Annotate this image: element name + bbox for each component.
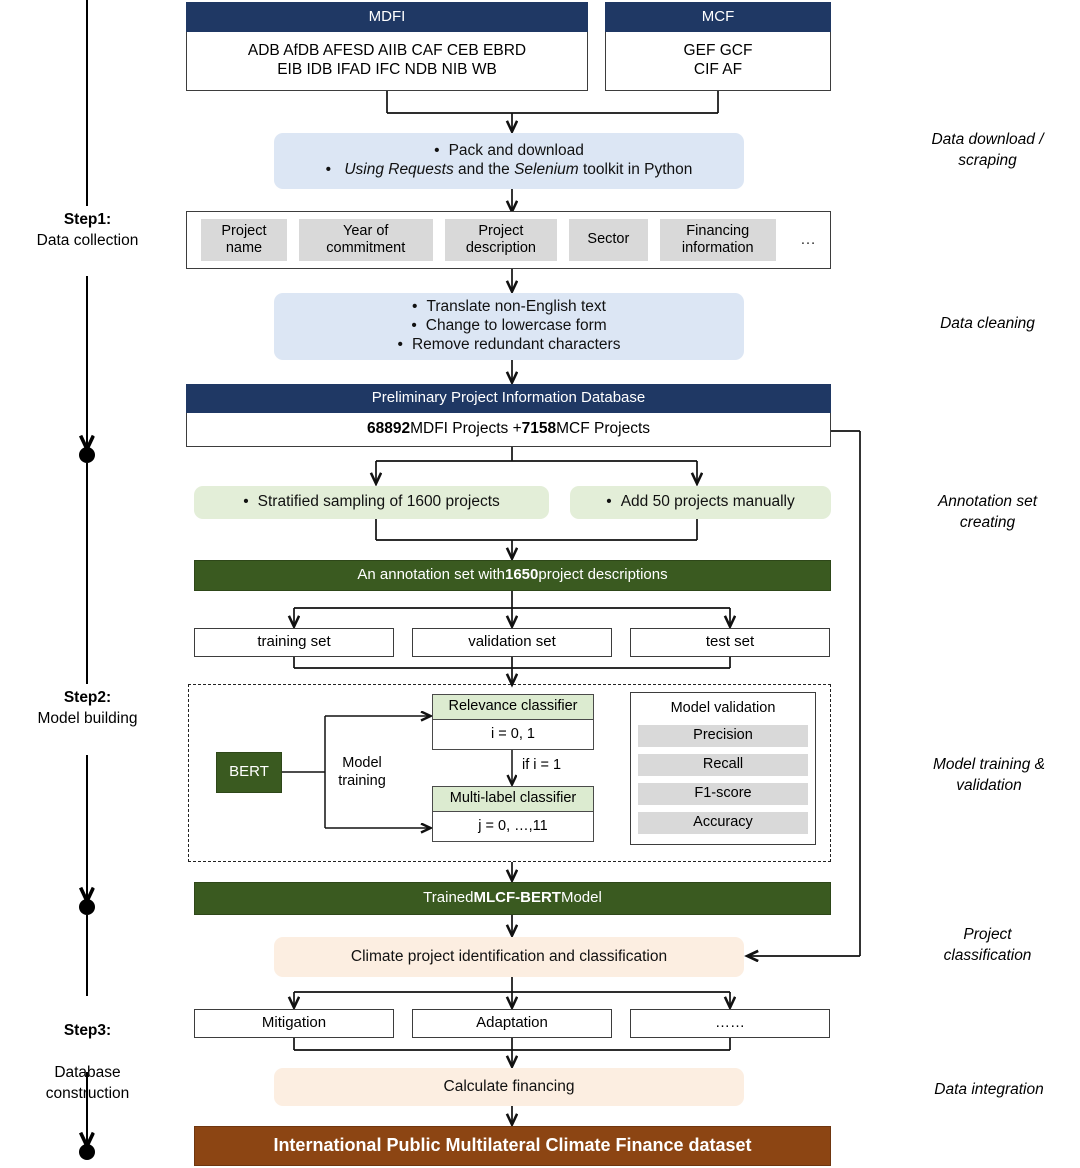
- multilabel-classifier-header: Multi-label classifier: [432, 786, 594, 812]
- model-validation-panel: Model validation Precision Recall F1-sco…: [630, 692, 816, 845]
- stage-label-data-download: Data download / scraping: [931, 131, 1044, 169]
- step-label-3: Step3: Database construction: [10, 1000, 165, 1105]
- multilabel-classifier-body: j = 0, …,11: [432, 812, 594, 842]
- preliminary-db-body: 68892 MDFI Projects + 7158 MCF Projects: [186, 413, 831, 447]
- relevance-classifier-box: Relevance classifier i = 0, 1: [432, 694, 594, 750]
- trained-model-pre: Trained: [423, 889, 474, 907]
- bert-label: BERT: [216, 752, 282, 793]
- training-set-label: training set: [194, 628, 394, 657]
- trained-model-name: MLCF-BERT: [473, 889, 561, 907]
- mcf-project-count: 7158: [521, 420, 557, 438]
- selenium-emphasis: Selenium: [514, 161, 579, 178]
- fields-box: Project name Year of commitment Project …: [186, 211, 831, 269]
- model-validation-title: Model validation: [670, 700, 776, 716]
- mdfi-body: ADB AfDB AFESD AIIB CAF CEB EBRD EIB IDB…: [186, 32, 588, 91]
- mdfi-source-box: MDFI ADB AfDB AFESD AIIB CAF CEB EBRD EI…: [186, 2, 588, 91]
- stage-label-data-integration: Data integration: [934, 1081, 1044, 1098]
- manual-add-box: Add 50 projects manually: [570, 486, 831, 519]
- metric-precision: Precision: [638, 724, 808, 747]
- cleaning-bullet-1: Translate non-English text: [412, 298, 606, 317]
- preliminary-db-header: Preliminary Project Information Database: [186, 384, 831, 413]
- metric-recall: Recall: [638, 753, 808, 776]
- mcf-line-2: CIF AF: [693, 61, 743, 78]
- multilabel-classifier-box: Multi-label classifier j = 0, …,11: [432, 786, 594, 842]
- download-bullet-2-mid: and the: [453, 161, 515, 178]
- fields-ellipsis: …: [799, 231, 816, 249]
- cleaning-bullet-2: Change to lowercase form: [411, 317, 607, 336]
- stratified-sampling-label: Stratified sampling of 1600 projects: [243, 493, 500, 512]
- mdfi-line-1: ADB AfDB AFESD AIIB CAF CEB EBRD: [247, 42, 527, 60]
- validation-set-label: validation set: [412, 628, 612, 657]
- preliminary-database-box: Preliminary Project Information Database…: [186, 384, 831, 447]
- adaptation-label: Adaptation: [412, 1009, 612, 1038]
- field-chip-sector: Sector: [569, 219, 648, 261]
- mdfi-header: MDFI: [186, 2, 588, 32]
- step3-subtitle: Database construction: [45, 1063, 130, 1102]
- step2-title: Step2:: [63, 689, 112, 706]
- download-box: Pack and download Using Requests and the…: [274, 133, 744, 189]
- step2-subtitle: Model building: [37, 709, 138, 727]
- adaptation-box: Adaptation: [412, 1009, 612, 1038]
- final-dataset-label: International Public Multilateral Climat…: [194, 1126, 831, 1166]
- test-set-box: test set: [630, 628, 830, 657]
- stage-label-annotation-set: Annotation set creating: [937, 493, 1038, 531]
- mitigation-box: Mitigation: [194, 1009, 394, 1038]
- mdfi-project-count: 68892: [366, 420, 411, 438]
- field-chip-project-description: Project description: [444, 219, 558, 261]
- trained-model-post: Model: [560, 889, 602, 907]
- annotation-set-post: project descriptions: [538, 566, 668, 584]
- mcf-line-1: GEF GCF: [683, 42, 753, 60]
- relevance-classifier-body: i = 0, 1: [432, 720, 594, 750]
- model-training-label: Model training: [338, 755, 386, 789]
- stratified-sampling-box: Stratified sampling of 1600 projects: [194, 486, 549, 519]
- cleaning-box: Translate non-English text Change to low…: [274, 293, 744, 360]
- metric-accuracy: Accuracy: [638, 811, 808, 834]
- mitigation-label: Mitigation: [194, 1009, 394, 1038]
- final-dataset-box: International Public Multilateral Climat…: [194, 1126, 831, 1166]
- step-label-1: Step1: Data collection: [10, 210, 165, 252]
- field-chip-financing-information: Financing information: [659, 219, 776, 261]
- model-training-zone: [188, 684, 831, 862]
- download-bullet-2-post: toolkit in Python: [578, 161, 693, 178]
- mdfi-line-2: EIB IDB IFAD IFC NDB NIB WB: [277, 61, 497, 78]
- download-bullet-1: Pack and download: [434, 142, 584, 161]
- relevance-classifier-header: Relevance classifier: [432, 694, 594, 720]
- mcf-source-box: MCF GEF GCF CIF AF: [605, 2, 831, 91]
- requests-emphasis: Using Requests: [344, 161, 454, 178]
- annotation-set-count: 1650: [505, 566, 539, 584]
- climate-classification-label: Climate project identification and class…: [274, 937, 744, 977]
- step1-subtitle: Data collection: [36, 231, 139, 249]
- manual-add-label: Add 50 projects manually: [606, 493, 795, 512]
- mcf-header: MCF: [605, 2, 831, 32]
- step-label-2: Step2: Model building: [10, 688, 165, 730]
- other-categories-label: ……: [630, 1009, 830, 1038]
- trained-model-box: Trained MLCF-BERT Model: [194, 882, 831, 915]
- cleaning-bullet-3: Remove redundant characters: [398, 336, 621, 355]
- climate-classification-box: Climate project identification and class…: [274, 937, 744, 977]
- training-set-box: training set: [194, 628, 394, 657]
- bert-box: BERT: [216, 752, 282, 793]
- step1-title: Step1:: [63, 211, 112, 228]
- mcf-body: GEF GCF CIF AF: [605, 32, 831, 91]
- annotation-set-box: An annotation set with 1650 project desc…: [194, 560, 831, 591]
- stage-label-model-training: Model training & validation: [932, 756, 1045, 794]
- field-chip-year-of-commitment: Year of commitment: [298, 219, 433, 261]
- metric-f1-score: F1-score: [638, 782, 808, 805]
- calculate-financing-box: Calculate financing: [274, 1068, 744, 1106]
- stage-label-data-cleaning: Data cleaning: [940, 315, 1035, 332]
- step3-title: Step3:: [63, 1021, 112, 1039]
- other-categories-box: ……: [630, 1009, 830, 1038]
- stage-label-project-classification: Project classification: [943, 926, 1032, 964]
- annotation-set-pre: An annotation set with: [357, 566, 505, 584]
- validation-set-box: validation set: [412, 628, 612, 657]
- mcf-project-label: MCF Projects: [556, 420, 650, 438]
- download-bullet-2: Using Requests and the Selenium toolkit …: [326, 161, 693, 180]
- field-chip-project-name: Project name: [201, 219, 287, 261]
- calculate-financing-label: Calculate financing: [274, 1068, 744, 1106]
- mdfi-project-label: MDFI Projects +: [410, 420, 522, 438]
- condition-label: if i = 1: [522, 757, 562, 773]
- test-set-label: test set: [630, 628, 830, 657]
